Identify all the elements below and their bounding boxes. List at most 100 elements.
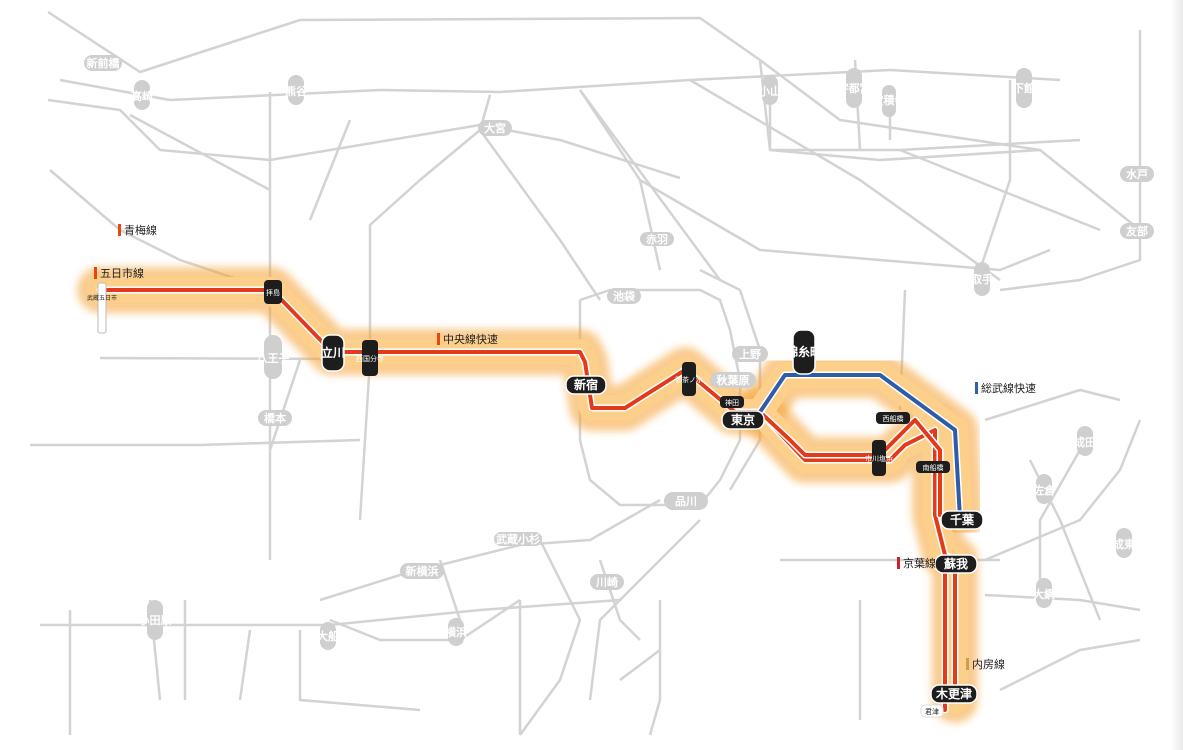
- station-musashiitsukaichi[interactable]: 武蔵五日市: [87, 282, 117, 334]
- station-ichikawashiohama[interactable]: 市川塩浜: [865, 440, 893, 476]
- station-oami[interactable]: 大網: [1033, 578, 1055, 608]
- rail-line-28: [238, 629, 252, 701]
- station-kumagaya[interactable]: 熊谷: [285, 75, 308, 105]
- rail-line-40: [984, 593, 1141, 612]
- right-edge-shadow: [1171, 0, 1183, 750]
- station-minamifunabashi[interactable]: 南船橋: [916, 461, 950, 473]
- rail-line-9: [308, 119, 352, 221]
- station-ueno[interactable]: 上野: [732, 346, 768, 362]
- station-label: 君津: [925, 708, 939, 716]
- station-odawara[interactable]: 小田原: [138, 600, 172, 640]
- station-label: 大船: [317, 629, 339, 643]
- station-label: 水戸: [1126, 167, 1148, 181]
- station-kisarazu[interactable]: 木更津: [930, 684, 978, 704]
- station-label: 八王子: [256, 352, 290, 365]
- station-label: 大網: [1033, 587, 1055, 601]
- station-kinshicho[interactable]: 錦糸町: [785, 329, 822, 375]
- station-shinagawa[interactable]: 品川: [664, 492, 708, 510]
- rail-line-21: [358, 359, 372, 521]
- station-omiya[interactable]: 大宮: [478, 120, 512, 136]
- station-ikebukuro[interactable]: 池袋: [607, 288, 641, 304]
- station-musashikosugi[interactable]: 武蔵小杉: [494, 532, 542, 546]
- station-label: 池袋: [613, 289, 636, 303]
- station-label: 高崎: [131, 89, 153, 103]
- rail-line-2: [47, 98, 681, 180]
- station-toride[interactable]: 取手: [971, 262, 993, 296]
- station-label: 宇都宮: [838, 81, 871, 95]
- rail-line-24: [518, 539, 582, 736]
- station-tokyo[interactable]: 東京: [721, 410, 765, 430]
- station-label: 品川: [675, 495, 697, 508]
- station-label: 南船橋: [923, 463, 944, 472]
- line-label-uchibo: 内房線: [966, 657, 1005, 671]
- line-label-text: 総武線快速: [981, 381, 1036, 395]
- station-haijima[interactable]: 拝島: [264, 280, 282, 304]
- station-label: 西船橋: [883, 414, 904, 423]
- rail-line-48: [768, 100, 1041, 162]
- rail-line-26: [588, 519, 701, 701]
- station-ochanomizu[interactable]: 御茶ノ水: [675, 362, 703, 396]
- station-hoshakuji[interactable]: 宝積寺: [873, 85, 906, 117]
- station-shimodate[interactable]: 下館: [1013, 68, 1035, 108]
- station-shinmaebashi[interactable]: 新前橋: [84, 55, 122, 71]
- station-tomobe[interactable]: 友部: [1120, 223, 1154, 239]
- station-mito[interactable]: 水戸: [1120, 166, 1154, 182]
- station-sakura[interactable]: 佐倉: [1032, 474, 1056, 504]
- station-akabane[interactable]: 赤羽: [640, 232, 674, 246]
- station-label: 錦糸町: [785, 344, 822, 359]
- line-color-swatch: [897, 557, 900, 569]
- station-shinjuku[interactable]: 新宿: [565, 375, 607, 395]
- station-label: 千葉: [950, 512, 975, 527]
- station-shinyokohama[interactable]: 新横浜: [400, 563, 444, 579]
- station-label: 立川: [321, 345, 345, 360]
- line-color-swatch: [966, 658, 969, 670]
- station-chiba[interactable]: 千葉: [940, 510, 984, 530]
- sobu-rapid-route-line: [758, 373, 962, 520]
- station-label: 神田: [725, 398, 739, 407]
- station-soga[interactable]: 蘇我: [934, 554, 978, 574]
- station-akihabara[interactable]: 秋葉原: [710, 372, 756, 388]
- rail-line-18: [999, 30, 1142, 292]
- station-kimitsu[interactable]: 君津: [920, 704, 944, 718]
- line-label-itsukaichi: 五日市線: [94, 266, 144, 280]
- rail-line-10: [478, 94, 602, 301]
- background-rail-lines: [30, 10, 1142, 736]
- station-label: 熊谷: [285, 84, 308, 98]
- station-hashimoto[interactable]: 橋本: [258, 410, 292, 426]
- rail-line-32: [648, 600, 662, 736]
- station-naruto[interactable]: 成東: [1113, 528, 1136, 558]
- station-label: 取手: [971, 272, 993, 286]
- station-label: 秋葉原: [717, 373, 750, 387]
- station-ofuna[interactable]: 大船: [317, 622, 339, 650]
- station-hachioji[interactable]: 八王子: [256, 335, 290, 379]
- station-kawasaki[interactable]: 川崎: [590, 574, 624, 590]
- rail-line-38: [984, 388, 1121, 422]
- station-narita[interactable]: 成田: [1074, 426, 1096, 456]
- gray-stations: 新前橋 高崎 熊谷 小山 宇都宮 宝積寺 下館 大宮: [84, 55, 1154, 650]
- rail-line-6: [49, 169, 181, 262]
- line-color-swatch: [437, 333, 440, 345]
- line-color-swatch: [94, 267, 97, 279]
- station-nishikokubunji[interactable]: 西国分寺: [356, 340, 384, 376]
- rail-line-4: [129, 113, 271, 192]
- rail-line-13: [578, 89, 722, 281]
- station-kanda[interactable]: 神田: [720, 396, 744, 408]
- station-utsunomiya[interactable]: 宇都宮: [838, 68, 871, 108]
- station-label: 東京: [731, 412, 755, 427]
- station-label: 成東: [1113, 537, 1136, 551]
- station-nishifunabashi[interactable]: 西船橋: [876, 412, 910, 424]
- rail-line-42: [999, 638, 1141, 692]
- line-labels: 青梅線 五日市線 中央線快速 総武線快速 京葉線 内房線: [94, 223, 1036, 671]
- station-label: 蘇我: [943, 556, 968, 571]
- rail-line-22: [268, 359, 302, 451]
- line-label-text: 青梅線: [124, 223, 157, 237]
- station-takasaki[interactable]: 高崎: [131, 80, 153, 110]
- rail-line-1: [59, 68, 1061, 102]
- line-color-swatch: [118, 224, 121, 236]
- station-yokohama[interactable]: 横浜: [445, 618, 467, 646]
- line-color-swatch: [975, 382, 978, 394]
- station-tachikawa[interactable]: 立川: [321, 334, 345, 372]
- station-oyama[interactable]: 小山: [758, 75, 781, 105]
- station-label: 新宿: [574, 377, 598, 392]
